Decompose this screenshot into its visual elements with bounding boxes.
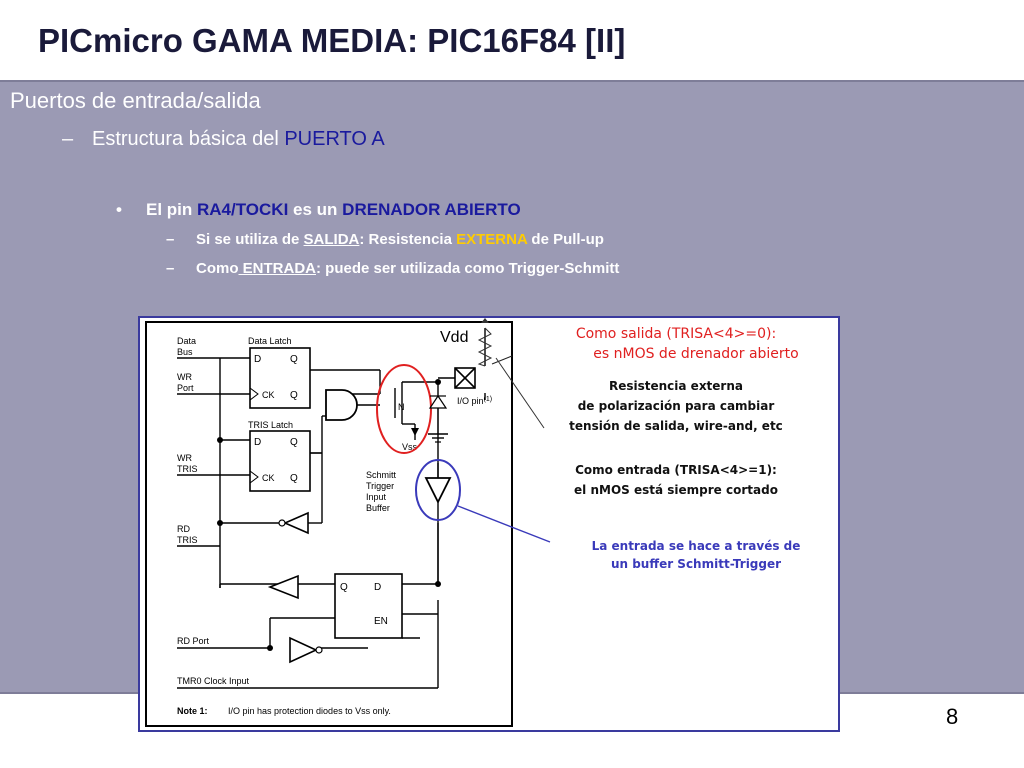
data-latch-qbar: Q (290, 390, 298, 401)
io-pin-label: I/O pin(1) (457, 396, 492, 406)
bullet-level1: Puertos de entrada/salida (10, 88, 261, 113)
output-buffer (267, 574, 299, 600)
and-gate (325, 389, 358, 421)
rd-port-buffer (289, 636, 318, 664)
l3-part1: El pin (146, 200, 197, 219)
tris-latch-label: TRIS Latch (248, 420, 293, 430)
bullet-level2-highlight: PUERTO A (284, 128, 385, 150)
annotation-buffer-2: un buffer Schmitt-Trigger (611, 557, 781, 571)
label-rd-port: RD Port (177, 636, 210, 646)
input-latch-en: EN (374, 616, 388, 627)
l4a-part3: : Resistencia (359, 231, 457, 248)
slide-title: PICmicro GAMA MEDIA: PIC16F84 [II] (38, 22, 626, 59)
l4a-part4: EXTERNA (456, 231, 528, 248)
annotation-entrada-2: el nMOS está siempre cortado (574, 483, 778, 497)
note-text: I/O pin has protection diodes to Vss onl… (228, 706, 391, 716)
tris-latch-box (249, 430, 311, 492)
rd-tris-buffer (282, 511, 309, 535)
label-tmr0: TMR0 Clock Input (177, 676, 250, 686)
annotation-entrada-1: Como entrada (TRISA<4>=1): (575, 463, 777, 477)
l4b-part2: ENTRADA (238, 260, 316, 277)
annotation-resistencia-2: de polarización para cambiar (578, 399, 775, 413)
bullet-level3: • El pin RA4/TOCKI es un DRENADOR ABIERTO (116, 200, 521, 220)
note-label: Note 1: (177, 706, 208, 716)
tris-latch-d: D (254, 437, 261, 448)
data-latch-label: Data Latch (248, 336, 292, 346)
bullet-level4-entrada: – Como ENTRADA: puede ser utilizada como … (166, 260, 619, 277)
label-rd-tris-1: RD (177, 524, 190, 534)
nmos-n-label: N (398, 402, 405, 412)
tris-latch-clock (249, 470, 259, 484)
label-data: Data (177, 336, 196, 346)
bullet-level2-text: Estructura básica del (92, 128, 285, 150)
pullup-resistor (477, 327, 493, 367)
arrow-salida (491, 355, 513, 365)
junction-dots (217, 379, 441, 651)
input-latch-box (334, 573, 403, 639)
schmitt-label-3: Input (366, 492, 387, 502)
nmos-highlight-ellipse (376, 364, 432, 454)
nmos-vss-label: Vss (402, 442, 418, 452)
arrow-buffer (457, 505, 551, 543)
dash-marker: – (62, 128, 74, 150)
bullet-level4-salida: – Si se utiliza de SALIDA: Resistencia EX… (166, 231, 604, 248)
l3-part2: RA4/TOCKI (197, 200, 289, 219)
annotation-resistencia-3: tensión de salida, wire-and, etc (569, 419, 783, 433)
l3-part4: DRENADOR ABIERTO (342, 200, 521, 219)
annotation-resistencia-1: Resistencia externa (609, 379, 743, 393)
bullet-level2: –Estructura básica del PUERTO A (62, 128, 385, 151)
schmitt-buffer (424, 477, 452, 505)
schmitt-highlight-ellipse (415, 459, 461, 521)
data-latch-clock (249, 387, 259, 401)
label-bus: Bus (177, 347, 193, 357)
schematic-frame (145, 321, 513, 727)
l4b-part1: Como (196, 260, 239, 277)
annotation-buffer-1: La entrada se hace a través de (592, 539, 801, 553)
l4a-part1: Si se utiliza de (196, 231, 304, 248)
input-latch-q: Q (340, 582, 348, 593)
annotation-salida-2: es nMOS de drenador abierto (593, 346, 798, 362)
label-port: Port (177, 383, 194, 393)
input-latch-d: D (374, 582, 381, 593)
tris-latch-ck: CK (262, 473, 275, 483)
l4a-part5: de Pull-up (527, 231, 604, 248)
schmitt-label-1: Schmitt (366, 470, 397, 480)
bullet-marker: • (116, 200, 122, 219)
circuit-figure: Data Bus WR Port WR TRIS RD TRIS RD Port… (138, 316, 840, 732)
data-latch-d: D (254, 354, 261, 365)
protection-diode (428, 394, 448, 409)
l4a-part2: SALIDA (303, 231, 360, 248)
vdd-label: Vdd (440, 329, 468, 346)
nmos-arrow (411, 428, 419, 436)
label-rd-tris-2: TRIS (177, 535, 198, 545)
dash-marker: – (166, 260, 175, 277)
l3-part3: es un (288, 200, 343, 219)
l4b-part3: : puede ser utilizada como Trigger-Schmi… (316, 260, 620, 277)
label-wr: WR (177, 372, 192, 382)
tris-latch-q: Q (290, 437, 298, 448)
label-wr-tris-1: WR (177, 453, 192, 463)
circuit-diagram: Data Bus WR Port WR TRIS RD TRIS RD Port… (145, 318, 801, 727)
schmitt-label-2: Trigger (366, 481, 394, 491)
schmitt-label-4: Buffer (366, 503, 390, 513)
label-wr-tris-2: TRIS (177, 464, 198, 474)
annotation-salida-1: Como salida (TRISA<4>=0): (576, 326, 776, 342)
schematic-wires (177, 328, 486, 689)
data-latch-q: Q (290, 354, 298, 365)
dash-marker: – (166, 231, 175, 248)
data-latch-box (249, 347, 311, 409)
page-number: 8 (946, 704, 959, 729)
io-pin-note: (1) (484, 396, 493, 403)
arrow-resistencia (495, 357, 545, 429)
io-pin-text: I/O pin (457, 396, 484, 406)
tris-latch-qbar: Q (290, 473, 298, 484)
data-latch-ck: CK (262, 390, 275, 400)
